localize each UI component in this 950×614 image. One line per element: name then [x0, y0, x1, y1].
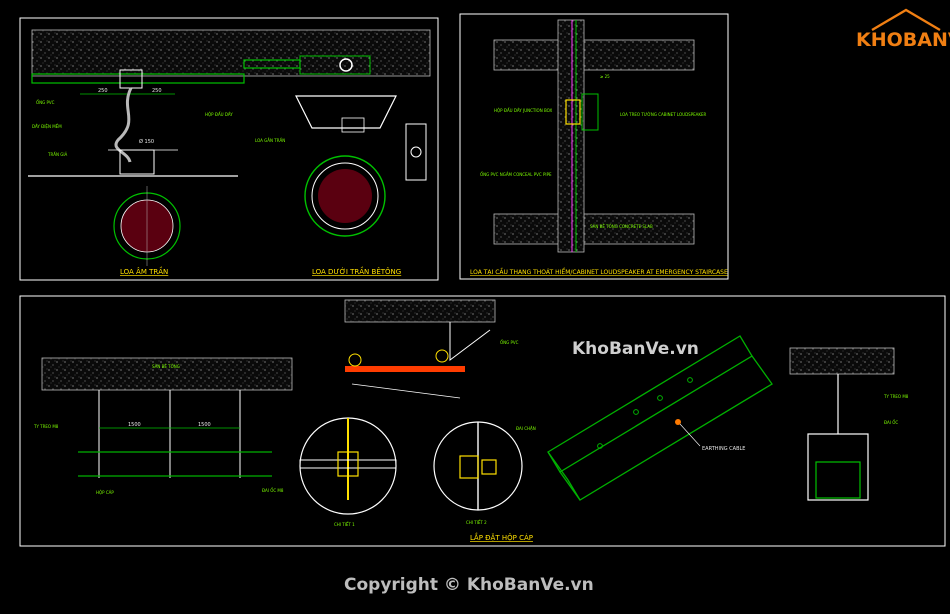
slab-section-a	[41, 357, 293, 391]
logo-text: KHOBANVE	[856, 29, 950, 51]
label-pvc-b: ỐNG PVC	[500, 340, 519, 345]
label-junction-box: HỘP ĐẤU DÂY	[205, 112, 233, 117]
panel-cable-tray: 1500 1500 SÀN BÊ TÔNG TY TREO M8 HỘP CÁP…	[19, 295, 946, 547]
tray-3d-end	[547, 451, 581, 501]
title-cable-tray: LẮP ĐẶT HỘP CÁP	[470, 532, 533, 542]
label-slab-a: SÀN BÊ TÔNG	[152, 364, 180, 369]
slab-section-b	[344, 299, 496, 323]
khobanve-logo: KHOBANVE	[856, 8, 950, 51]
panel-frame	[19, 17, 439, 281]
label-flex-cable: DÂY ĐIỆN MỀM	[32, 124, 62, 129]
concrete-slab	[31, 29, 431, 77]
label-ceiling-speaker: LOA GẮN TRẦN	[255, 138, 285, 143]
tray-hole	[657, 395, 663, 401]
copyright-text: Copyright © KhoBanVe.vn	[344, 575, 594, 595]
dim-label-2: 250	[152, 88, 162, 94]
channel-bar	[345, 366, 465, 372]
label-nut-d: ĐAI ỐC	[884, 420, 898, 425]
surface-speaker-plan-outline	[304, 155, 386, 237]
surface-speaker-ring	[311, 162, 379, 230]
title-recessed-speaker: LOA ÂM TRẦN	[120, 266, 168, 276]
detail-bubble-2	[435, 349, 449, 363]
label-rod-d: TY TREO M8	[883, 394, 909, 399]
tray-hole	[687, 377, 693, 383]
detail-bubble-1	[348, 353, 362, 367]
cabinet-speaker	[581, 93, 599, 131]
upper-slab	[493, 39, 695, 71]
end-view-tray-outline	[807, 433, 869, 501]
earthing-bond	[675, 419, 681, 425]
label-nut-a: ĐAI ỐC M8	[262, 488, 284, 493]
label-earthing-cable: EARTHING CABLE	[702, 446, 745, 452]
label-stopper: ĐAI CHẶN	[516, 426, 536, 431]
detail-2-label: CHI TIẾT 2	[466, 519, 487, 525]
wall-box-knockout	[410, 146, 422, 158]
title-staircase-speaker: LOA TẠI CẦU THANG THOÁT HIỂM/CABINET LOU…	[470, 268, 728, 276]
dim-label: ≥ 25	[600, 74, 610, 79]
tray-hole	[597, 443, 603, 449]
surface-speaker-side	[295, 95, 397, 129]
wall-section	[557, 19, 585, 253]
end-view-cables	[815, 461, 861, 499]
pvc-pipe	[31, 73, 245, 84]
cable-tray-3d: EARTHING CABLE	[547, 335, 773, 501]
panel-ceiling-speaker: 250 250 ỐNG PVC TRẦN GIẢ Ø 150 LOA GẮN T…	[19, 17, 439, 281]
wall-box-detail	[405, 123, 427, 181]
panel-frame	[19, 295, 946, 547]
label-diameter: Ø 150	[139, 138, 154, 145]
tray-3d-base	[559, 355, 773, 501]
label-false-ceiling: TRẦN GIẢ	[47, 152, 68, 157]
detail-2-nut	[459, 455, 479, 479]
speaker-bracket	[341, 117, 365, 133]
detail-1-nut	[337, 451, 359, 477]
dim-1500-b: 1500	[198, 422, 211, 428]
pipe-clamp	[449, 322, 491, 361]
dim-1500-a: 1500	[128, 422, 141, 428]
panel-frame	[459, 13, 729, 280]
conduit-knockout	[339, 58, 353, 72]
label-pvc-pipe: ỐNG PVC	[36, 100, 55, 105]
lower-slab	[493, 213, 695, 245]
surface-speaker-cone	[318, 169, 372, 223]
center-watermark: KhoBanVe.vn	[572, 339, 699, 359]
label-tray-a: HỘP CÁP	[96, 490, 114, 495]
label-junction-box: HỘP ĐẤU DÂY JUNCTION BOX	[494, 108, 553, 113]
junction-box-right	[299, 55, 371, 75]
label-concrete-slab: SÀN BÊ TÔNG CONCRETE SLAB	[590, 224, 653, 229]
flexible-cable	[114, 87, 133, 163]
detail-1-channel	[299, 459, 397, 469]
detail-1-label: CHI TIẾT 1	[334, 521, 355, 527]
label-rod-a: TY TREO M8	[33, 424, 59, 429]
tray-hole	[633, 409, 639, 415]
junction-box	[565, 99, 581, 125]
earthing-leader	[679, 423, 701, 447]
slab-section-d	[789, 347, 895, 375]
house-roof-icon	[871, 8, 941, 32]
label-cabinet-speaker: LOA TREO TƯỜNG CABINET LOUDSPEAKER	[620, 112, 707, 117]
panel-staircase: ≥ 25 HỘP ĐẤU DÂY JUNCTION BOX LOA TREO T…	[459, 13, 729, 280]
label-conceal-pipe: ỐNG PVC NGẦM CONCEAL PVC PIPE	[480, 172, 552, 177]
tray-edge-line	[351, 383, 461, 399]
title-surface-speaker: LOA DƯỚI TRẦN BÊTÔNG	[312, 266, 401, 276]
detail-2-washer	[481, 459, 497, 475]
dim-label-1: 250	[98, 88, 108, 94]
